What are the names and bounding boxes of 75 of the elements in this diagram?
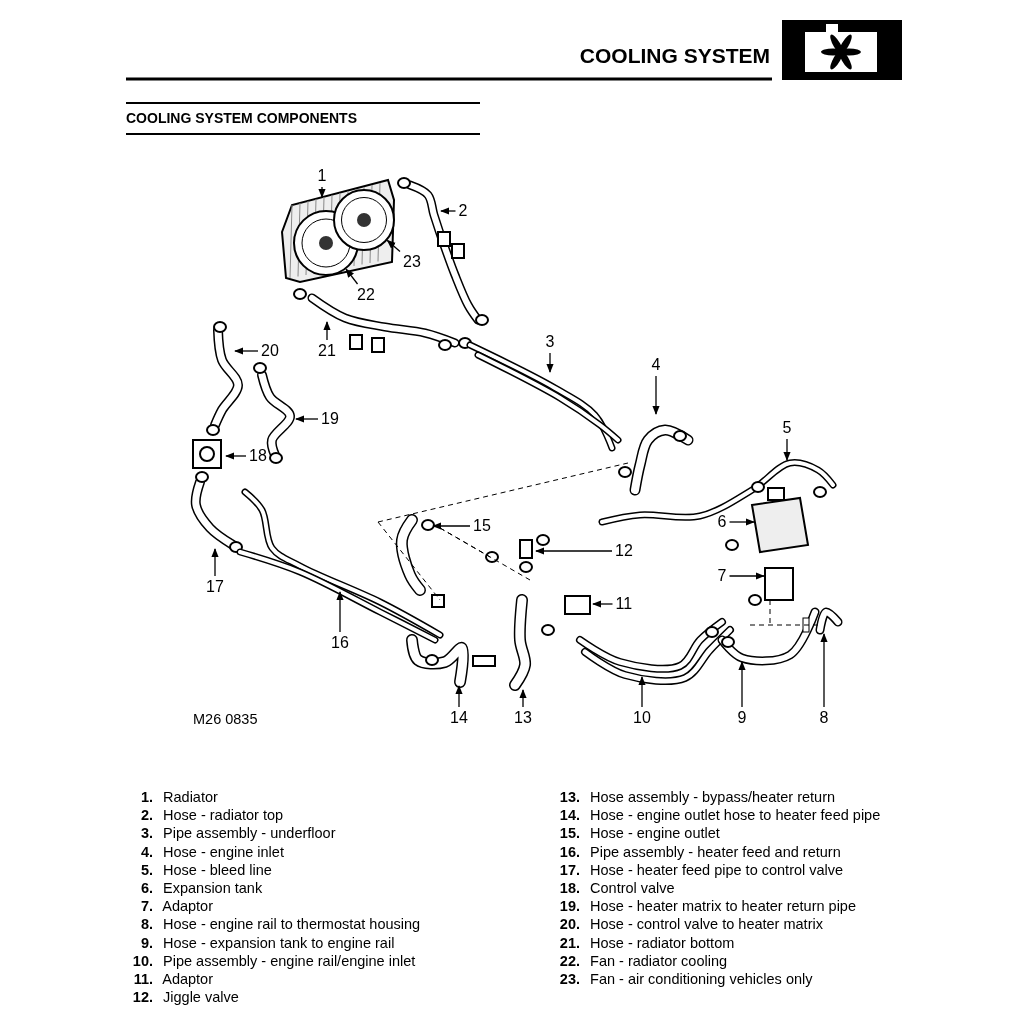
parts-list-item: 14. Hose - engine outlet hose to heater feed pipe: [558, 806, 881, 825]
parts-list-item: 2. Hose - radiator top: [139, 806, 284, 825]
parts-list-item: 10. Pipe assembly - engine rail/engine inlet: [131, 951, 416, 970]
page-title: COOLING SYSTEM: [579, 44, 770, 68]
callout-number: 8: [818, 709, 830, 727]
parts-list-item: 8. Hose - engine rail to thermostat housing: [139, 915, 421, 934]
leader-line: [820, 633, 828, 708]
parts-list-item: 5. Hose - bleed line: [139, 860, 272, 879]
callout-number: 20: [260, 342, 280, 360]
callout-number: 17: [205, 578, 225, 596]
leader-line: [323, 321, 331, 341]
callout-number: 12: [614, 542, 634, 560]
leader-line: [638, 676, 646, 708]
leader-line: [440, 207, 457, 215]
leader-line: [318, 186, 326, 198]
callout-number: 1: [316, 167, 328, 185]
callout-number: 14: [449, 709, 469, 727]
leader-line: [535, 547, 613, 555]
callout-number: 7: [716, 567, 728, 585]
leader-line: [211, 548, 219, 577]
leader-line: [738, 661, 746, 708]
parts-list-item: 11. Adaptor: [132, 970, 213, 988]
parts-list-item: 23. Fan - air conditioning vehicles only: [558, 970, 813, 988]
parts-list-item: 18. Control valve: [558, 879, 675, 897]
callout-number: 13: [513, 709, 533, 727]
leader-line: [336, 591, 344, 633]
parts-list-item: 7. Adaptor: [139, 897, 213, 916]
leader-line: [455, 685, 463, 708]
parts-list-item: 15. Hose - engine outlet: [558, 824, 720, 843]
callout-number: 4: [650, 356, 662, 374]
fan-drawing: [333, 189, 395, 251]
leader-line: [728, 572, 765, 580]
callout-number: 11: [614, 595, 634, 613]
leader-line: [386, 239, 401, 253]
leader-line: [225, 452, 247, 460]
callout-number: 2: [457, 202, 469, 220]
callout-number: 6: [716, 513, 728, 531]
callout-number: 23: [402, 253, 422, 271]
parts-list-item: 16. Pipe assembly - heater feed and return: [558, 842, 841, 861]
callout-number: 10: [632, 709, 652, 727]
callout-number: 16: [330, 634, 350, 652]
callout-number: 18: [248, 447, 268, 465]
callout-number: 21: [317, 342, 337, 360]
leader-line: [234, 347, 259, 355]
callout-number: 3: [544, 333, 556, 351]
parts-list-item: 13. Hose assembly - bypass/heater return: [558, 788, 836, 806]
leader-line: [546, 352, 554, 373]
parts-list-item: 20. Hose - control valve to heater matrix: [558, 915, 823, 934]
expansion-tank-drawing: [750, 487, 810, 554]
figure-reference: M26 0835: [193, 711, 258, 727]
parts-list-item: 1. Radiator: [139, 788, 218, 806]
parts-list-item: 4. Hose - engine inlet: [139, 842, 284, 861]
parts-list-item: 12. Jiggle valve: [131, 988, 239, 1007]
callout-number: 5: [781, 419, 793, 437]
parts-list-item: 3. Pipe assembly - underfloor: [139, 824, 336, 843]
callout-number: 22: [356, 286, 376, 304]
adaptor-drawing: [764, 567, 794, 601]
leader-line: [295, 415, 319, 423]
leader-line: [783, 438, 791, 461]
parts-list-item: 17. Hose - heater feed pipe to control valve: [558, 860, 844, 879]
parts-list-item: 21. Hose - radiator bottom: [558, 933, 735, 952]
leader-line: [592, 600, 614, 608]
leader-line: [519, 689, 527, 708]
parts-list-item: 9. Hose - expansion tank to engine rail: [139, 933, 395, 952]
parts-list-item: 6. Expansion tank: [139, 879, 263, 897]
callout-number: 19: [320, 410, 340, 428]
callout-number: 9: [736, 709, 748, 727]
section-heading: COOLING SYSTEM COMPONENTS: [126, 110, 357, 126]
callout-number: 15: [472, 517, 492, 535]
parts-list-item: 22. Fan - radiator cooling: [558, 951, 728, 970]
parts-list-item: 19. Hose - heater matrix to heater return pipe: [558, 897, 856, 916]
leader-line: [432, 522, 471, 530]
leader-line: [652, 375, 660, 415]
leader-line: [345, 268, 359, 285]
leader-line: [728, 518, 755, 526]
